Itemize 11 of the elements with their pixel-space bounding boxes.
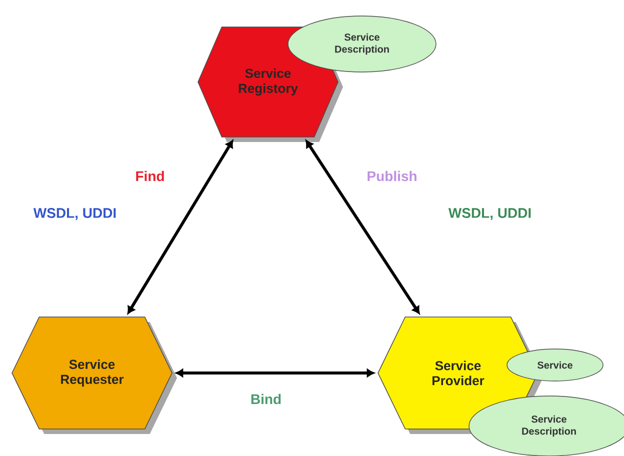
ellipse-bubble: Service Description xyxy=(468,396,624,456)
protocol-label: WSDL, UDDI xyxy=(33,208,116,220)
arrow xyxy=(127,140,234,314)
hexagon-box: Service Requester xyxy=(12,316,177,434)
ellipse-bubble: Service xyxy=(506,348,604,382)
arrow xyxy=(176,369,374,377)
edge-label: Bind xyxy=(249,392,283,406)
protocol-label: WSDL, UDDI xyxy=(448,208,531,220)
arrow xyxy=(306,140,420,314)
edge-label: Publish xyxy=(366,170,418,182)
edge-label: Find xyxy=(134,170,166,182)
